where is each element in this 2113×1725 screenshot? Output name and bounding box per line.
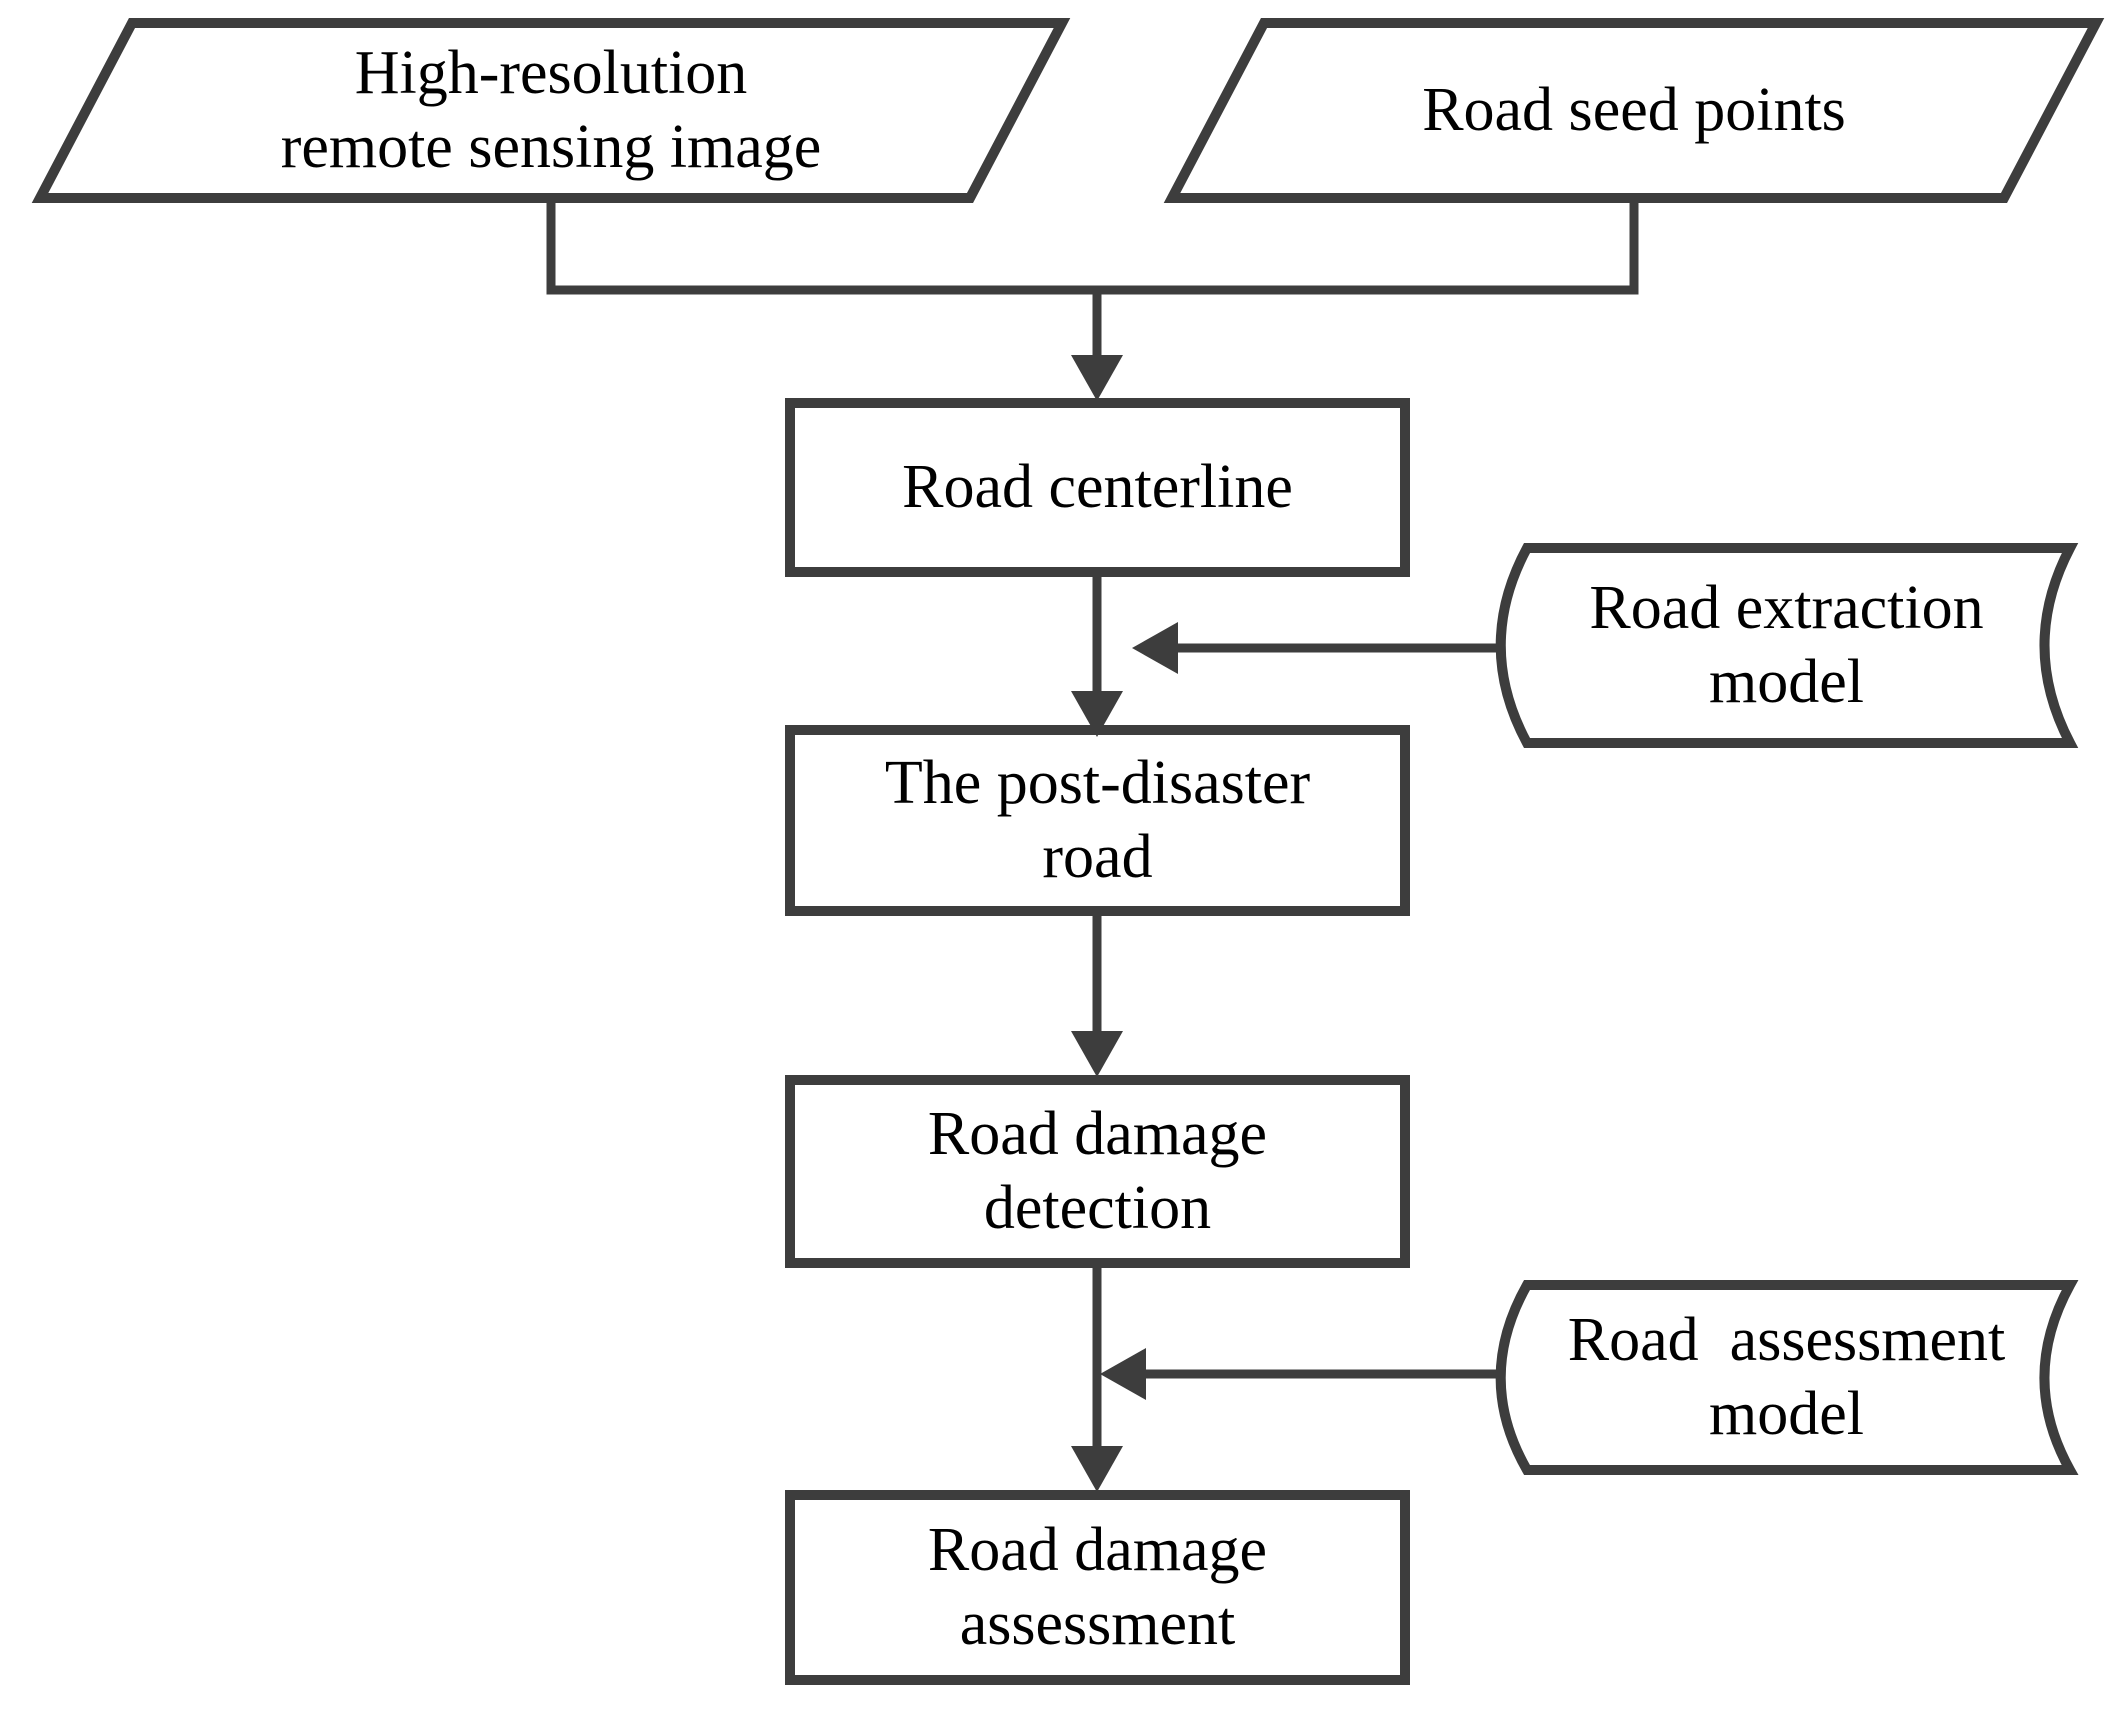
arrow-detection-to-assessment-head	[1071, 1446, 1123, 1492]
node-post-disaster-road-label: The post-disaster road	[884, 749, 1311, 891]
node-road-damage-assessment-shape	[785, 1490, 1410, 1685]
node-road-assessment-model-label: Road assessment model	[1567, 1306, 2006, 1448]
node-road-extraction-model-shape	[1495, 543, 2079, 748]
arrow-assessment-model-head	[1100, 1348, 1146, 1400]
arrow-extraction-model-head	[1132, 622, 1178, 674]
node-road-seed-points-label: Road seed points	[1422, 75, 1846, 144]
arrow-centerline-to-postdisaster-head	[1071, 691, 1123, 737]
node-high-resolution-image-shape	[31, 18, 1071, 203]
node-road-damage-assessment-label: Road damage assessment	[927, 1516, 1268, 1658]
node-road-assessment-model-shape	[1495, 1280, 2079, 1475]
node-road-damage-detection-label: Road damage detection	[927, 1100, 1268, 1242]
arrow-postdisaster-to-detection-head	[1071, 1031, 1123, 1077]
node-road-extraction-model-label: Road extraction model	[1589, 574, 1984, 716]
merge-connector-line	[546, 198, 1639, 295]
node-road-centerline-label: Road centerline	[902, 452, 1293, 521]
node-road-seed-points-shape	[1163, 18, 2105, 203]
merge-arrowhead	[1071, 355, 1123, 401]
node-high-resolution-image-label: High-resolution remote sensing image	[280, 39, 822, 181]
